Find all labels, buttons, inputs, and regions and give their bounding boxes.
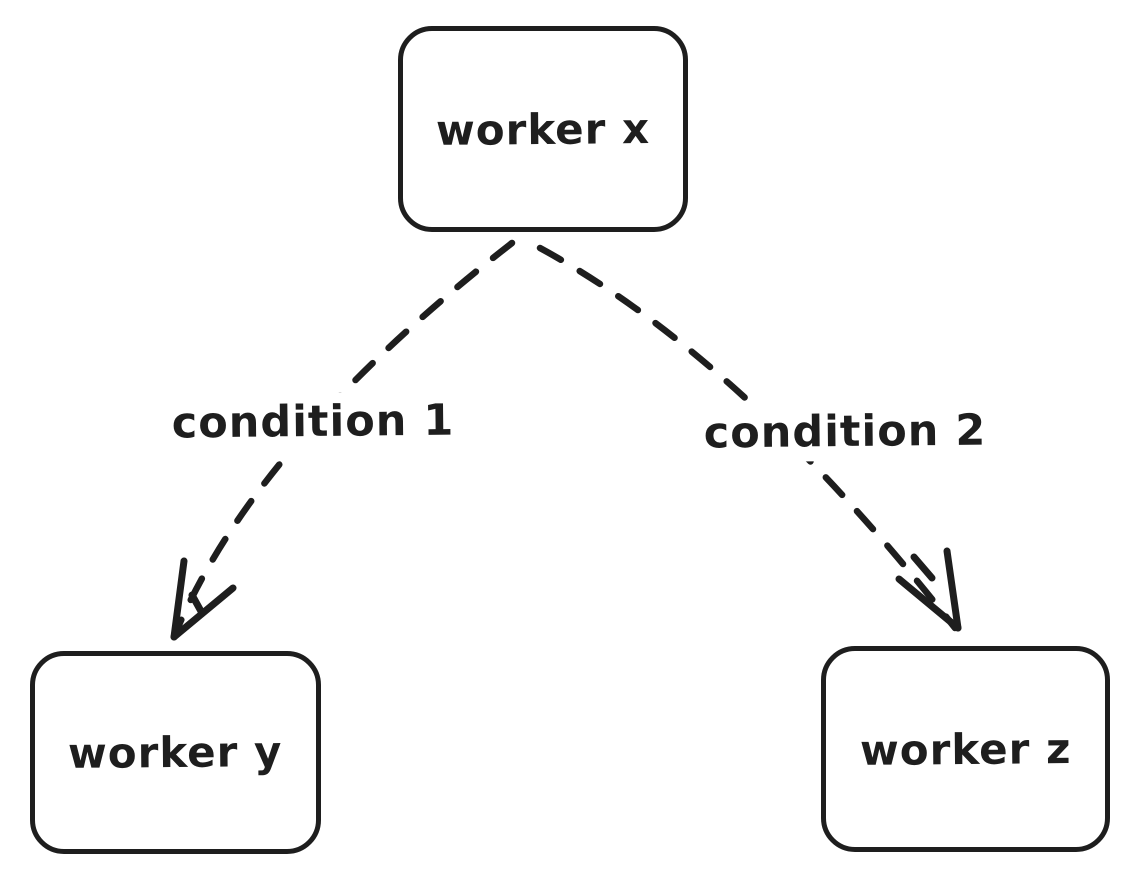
edge-worker-x-to-worker-z (536, 244, 959, 632)
edge-label-condition-1: condition 1 (161, 391, 465, 453)
node-worker-z-label: worker z (859, 723, 1072, 775)
node-worker-y: worker y (30, 651, 321, 854)
node-worker-x-label: worker x (435, 103, 651, 155)
arrowhead-worker-z-icon (895, 547, 962, 632)
edge-label-condition-2: condition 2 (693, 401, 997, 463)
node-worker-z: worker z (821, 646, 1110, 852)
arrowhead-worker-y-icon (170, 557, 237, 641)
node-worker-x: worker x (398, 26, 688, 232)
node-worker-y-label: worker y (68, 727, 283, 778)
